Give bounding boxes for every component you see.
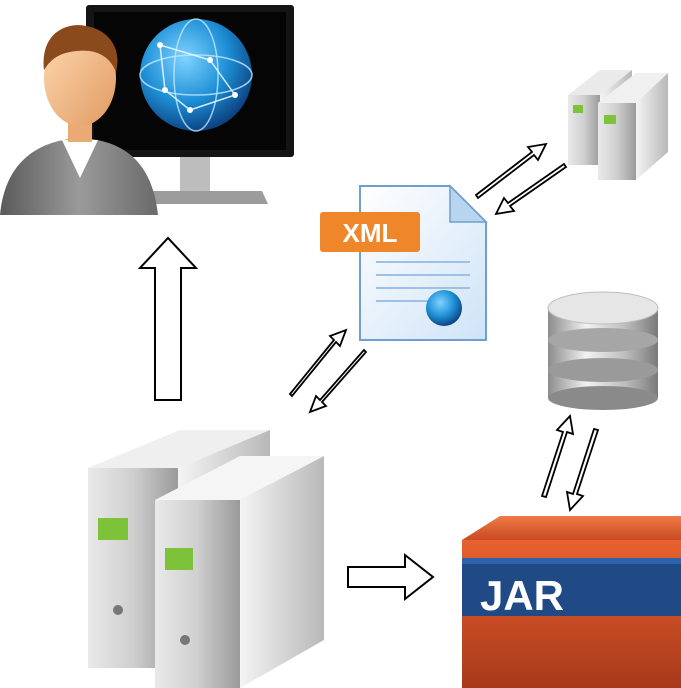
arrow-xml-to-servers (308, 348, 368, 414)
arrow-servers-to-jar (347, 552, 435, 602)
database (547, 291, 659, 410)
user-avatar-icon (0, 25, 158, 215)
server-pair-small-icon (568, 70, 668, 180)
globe-icon (139, 18, 253, 132)
jar-archive: JAR (462, 516, 681, 688)
double-arrow-servers-xml (288, 328, 368, 414)
user-workstation (0, 5, 294, 215)
double-arrow-jar-database (540, 414, 600, 512)
xml-label: XML (343, 218, 398, 248)
arrow-servers-to-user (137, 236, 199, 401)
database-cylinder-icon (547, 291, 659, 410)
double-arrow-xml-remote (474, 142, 568, 216)
server-pair-large-icon (88, 430, 324, 688)
xml-document: XML (320, 184, 488, 341)
arrow-jar-to-database (540, 414, 575, 499)
remote-servers (568, 70, 668, 180)
jar-box-icon: JAR (462, 516, 681, 688)
arrow-remote-to-xml (494, 162, 568, 216)
xml-file-icon: XML (320, 184, 488, 341)
arrow-servers-to-xml (288, 328, 348, 398)
main-servers (88, 430, 324, 688)
arrow-xml-to-remote (474, 142, 548, 200)
jar-label: JAR (480, 572, 564, 619)
arrow-database-to-jar (565, 427, 600, 512)
